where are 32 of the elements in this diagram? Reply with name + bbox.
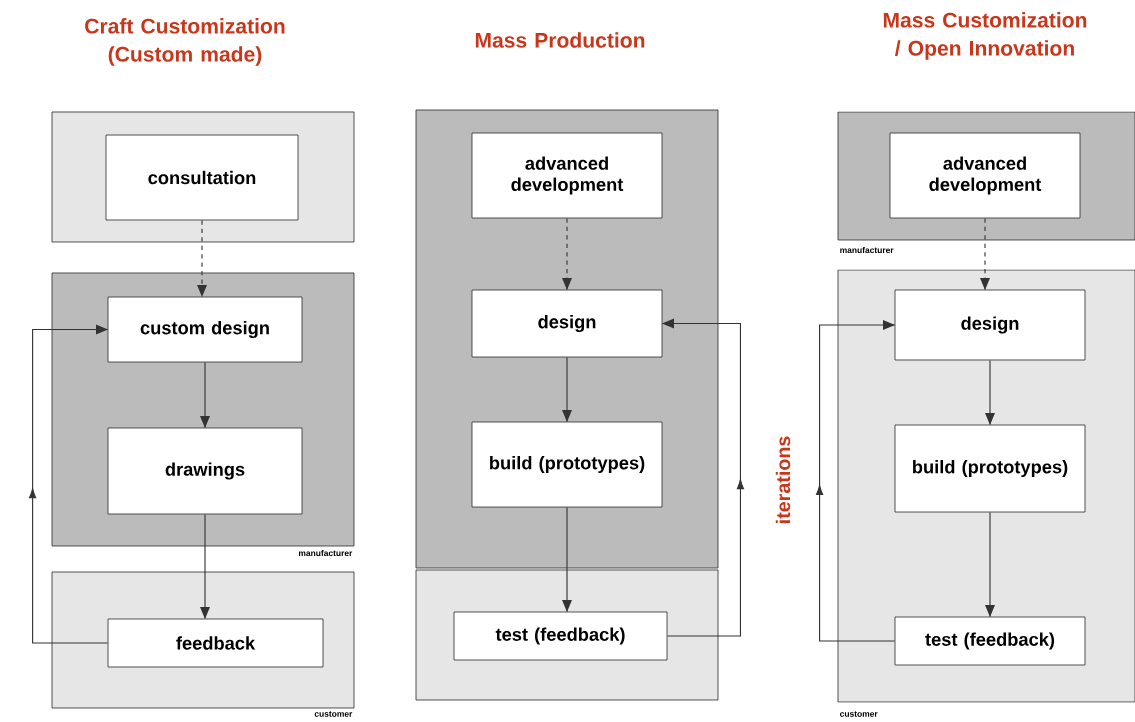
process-box: design: [471, 289, 663, 358]
process-box: advanced development: [471, 132, 663, 219]
rotated-label: iterations: [775, 436, 791, 523]
arrow: [562, 217, 572, 291]
arrow: [661, 318, 745, 637]
process-box: consultation: [105, 134, 299, 221]
arrow: [197, 219, 207, 298]
arrow: [200, 361, 210, 429]
process-box: design: [894, 289, 1086, 361]
process-box: feedback: [107, 618, 324, 668]
column-title: Mass Customization / Open Innovation: [883, 12, 1087, 60]
node-label: customer: [840, 711, 878, 717]
process-box: drawings: [107, 427, 303, 515]
arrow: [562, 356, 572, 423]
node-label: manufacturer: [298, 549, 353, 557]
column-title: Mass Production: [475, 32, 645, 48]
node-label: manufacturer: [840, 246, 894, 254]
column-title: Craft Customization (Custom made): [85, 18, 285, 66]
arrow: [980, 217, 990, 291]
process-box: advanced development: [889, 132, 1081, 219]
arrow: [985, 359, 995, 426]
process-box: custom design: [107, 296, 303, 363]
process-box: build (prototypes): [894, 424, 1086, 513]
node-label: customer: [314, 711, 353, 717]
arrow: [985, 511, 995, 618]
arrow: [28, 324, 109, 644]
process-box: test (feedback): [894, 616, 1086, 666]
arrow: [562, 506, 572, 613]
arrow: [200, 513, 210, 620]
process-box: build (prototypes): [471, 421, 663, 508]
process-box: test (feedback): [453, 611, 668, 661]
arrow: [815, 320, 896, 642]
